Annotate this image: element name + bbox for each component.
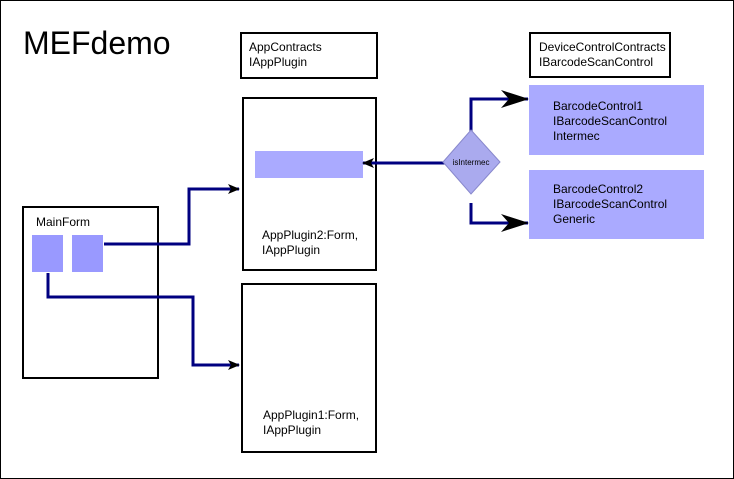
app-plugin1-box: AppPlugin1:Form, IAppPlugin xyxy=(241,283,377,453)
main-form-button-left xyxy=(32,235,63,272)
barcode-control2-variant: Generic xyxy=(553,212,596,226)
device-control-contracts-box: DeviceControlContracts IBarcodeScanContr… xyxy=(529,32,671,78)
app-plugin1-interface: IAppPlugin xyxy=(263,423,322,437)
app-plugin2-component xyxy=(255,151,363,178)
is-intermec-diamond xyxy=(442,129,501,195)
connector-decision-to-barcode1 xyxy=(469,90,529,131)
app-contracts-name: AppContracts xyxy=(249,40,322,54)
app-plugin2-box: AppPlugin2:Form, IAppPlugin xyxy=(242,97,377,271)
app-contracts-box: AppContracts IAppPlugin xyxy=(240,32,378,79)
main-form-button-right xyxy=(72,235,103,272)
barcode-control2-box: BarcodeControl2 IBarcodeScanControl Gene… xyxy=(529,170,704,239)
is-intermec-label: isIntermec xyxy=(453,158,490,167)
connector-decision-to-barcode2 xyxy=(469,203,529,232)
device-contracts-name: DeviceControlContracts xyxy=(539,40,666,54)
app-plugin1-type: AppPlugin1:Form, xyxy=(263,408,360,422)
barcode-control2-name: BarcodeControl2 xyxy=(553,182,644,196)
connector-mainform-to-plugin1 xyxy=(46,273,240,370)
barcode-control1-name: BarcodeControl1 xyxy=(553,99,644,113)
barcode-control1-variant: Intermec xyxy=(553,129,600,143)
main-form-label: MainForm xyxy=(36,215,91,229)
app-plugin2-type: AppPlugin2:Form, xyxy=(262,228,359,242)
barcode-control1-interface: IBarcodeScanControl xyxy=(553,114,668,128)
barcode-control1-box: BarcodeControl1 IBarcodeScanControl Inte… xyxy=(529,85,704,155)
app-contracts-interface: IAppPlugin xyxy=(249,55,308,69)
connector-mainform-to-plugin2 xyxy=(104,184,240,246)
app-plugin2-interface: IAppPlugin xyxy=(262,243,321,257)
main-form-box: MainForm xyxy=(22,206,159,379)
diagram-title: MEFdemo xyxy=(23,25,171,61)
device-contracts-interface: IBarcodeScanControl xyxy=(539,55,654,69)
barcode-control2-interface: IBarcodeScanControl xyxy=(553,197,668,211)
